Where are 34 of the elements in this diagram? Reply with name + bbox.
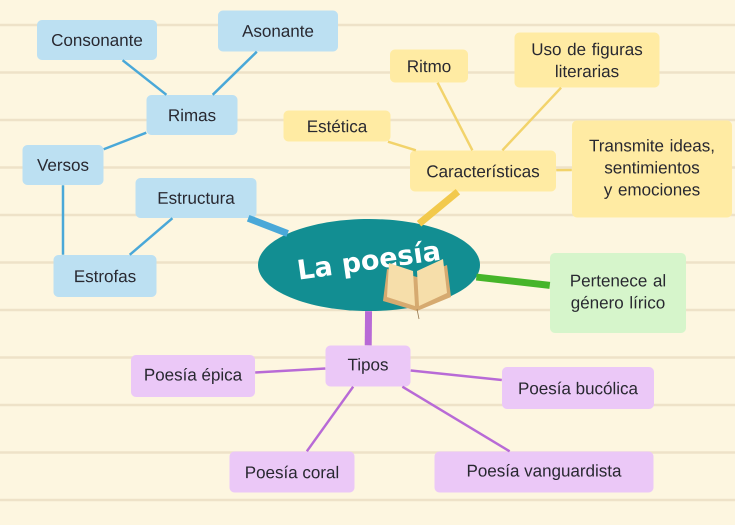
topic-box: Consonante: [37, 20, 157, 60]
topic-box: Estrofas: [54, 255, 156, 297]
topic-box: Poesía vanguardista: [434, 452, 654, 492]
topic-box: Poesía bucólica: [502, 367, 654, 409]
topic-box: Poesía coral: [230, 452, 354, 492]
connector-line: [476, 274, 550, 289]
topic-box: Características: [410, 150, 556, 192]
topic-box: Asonante: [218, 10, 338, 52]
connector-line: [306, 386, 354, 452]
topic-box: Rimas: [146, 95, 238, 135]
topic-box: Versos: [22, 145, 104, 185]
connector-line: [128, 217, 174, 256]
connector-line: [62, 185, 64, 255]
connector-line: [103, 132, 147, 150]
topic-box: Transmite ideas, sentimientos y emociones: [572, 120, 732, 218]
connector-line: [212, 50, 258, 96]
connector-line: [416, 189, 460, 226]
connector-line: [556, 168, 572, 172]
connector-line: [410, 369, 502, 382]
topic-box: Ritmo: [390, 50, 468, 82]
connector-line: [255, 367, 326, 374]
connector-line: [246, 214, 289, 237]
connector-line: [364, 311, 372, 346]
topic-box: Uso de figuras literarias: [514, 32, 660, 88]
topic-box: Estructura: [136, 178, 256, 218]
connector-line: [436, 82, 474, 151]
topic-box: Pertenece al género lírico: [550, 253, 686, 333]
connector-line: [402, 386, 510, 452]
topic-box: Estética: [284, 110, 390, 142]
connector-line: [388, 140, 416, 152]
connector-line: [501, 86, 562, 152]
connector-line: [122, 59, 168, 96]
topic-box: Tipos: [326, 346, 410, 386]
topic-box: Poesía épica: [131, 355, 255, 397]
